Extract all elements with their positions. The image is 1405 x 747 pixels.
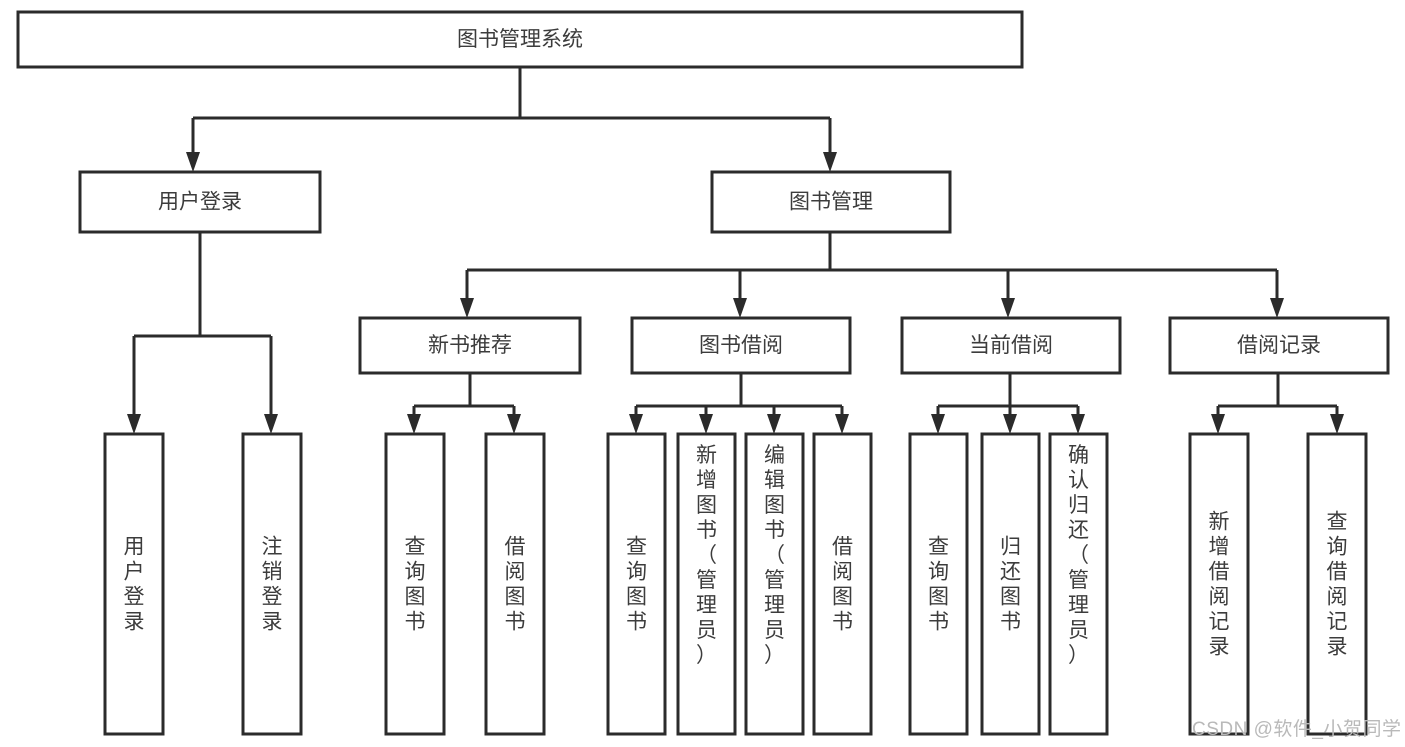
node-label: 借阅记录	[1237, 334, 1321, 357]
arrow-book-manage-drop-1	[460, 270, 474, 318]
node-label: 借阅图书	[505, 536, 526, 634]
node-box	[1168, 316, 1390, 375]
node-l-edit-book[interactable]: 编辑图书（管理员）	[744, 432, 805, 736]
arrow-recommend-drop-2	[507, 406, 521, 434]
node-l-query-book-3[interactable]: 查询图书	[908, 432, 969, 736]
node-box	[900, 316, 1122, 375]
arrow-current-drop-2	[1003, 406, 1017, 434]
node-l-borrow-book-2[interactable]: 借阅图书	[812, 432, 873, 736]
arrow-user-login-drop-2	[264, 336, 278, 434]
arrow-current-drop-1	[931, 406, 945, 434]
arrow-book-manage-drop-4	[1270, 270, 1284, 318]
node-label: 新增图书（管理员）	[696, 444, 717, 667]
node-box	[358, 316, 582, 375]
node-label: 归还图书	[1000, 536, 1021, 634]
arrow-book-manage-drop-2	[733, 270, 747, 318]
arrow-root-drop-user-login	[186, 118, 200, 172]
node-l-query-book-1[interactable]: 查询图书	[384, 432, 446, 736]
node-layer: 图书管理系统用户登录图书管理新书推荐图书借阅当前借阅借阅记录用户登录注销登录查询…	[16, 10, 1390, 736]
node-box	[1306, 432, 1368, 736]
node-l-confirm-return[interactable]: 确认归还（管理员）	[1048, 432, 1109, 736]
node-box	[908, 432, 969, 736]
node-l-add-book[interactable]: 新增图书（管理员）	[676, 432, 737, 736]
arrow-record-drop-1	[1211, 406, 1225, 434]
node-l-query-record[interactable]: 查询借阅记录	[1306, 432, 1368, 736]
node-label: 查询借阅记录	[1327, 511, 1348, 659]
node-box	[812, 432, 873, 736]
node-n-new-recommend[interactable]: 新书推荐	[358, 316, 582, 375]
node-box	[744, 432, 805, 736]
node-label: 查询图书	[928, 536, 949, 634]
arrow-borrow-drop-4	[835, 406, 849, 434]
node-l-logout[interactable]: 注销登录	[241, 432, 303, 736]
node-label: 编辑图书（管理员）	[764, 444, 785, 667]
node-box	[980, 432, 1041, 736]
node-label: 当前借阅	[969, 334, 1053, 357]
arrow-record-drop-2	[1330, 406, 1344, 434]
node-box	[630, 316, 852, 375]
node-box	[16, 10, 1024, 69]
node-label: 图书借阅	[699, 334, 783, 357]
arrow-recommend-drop-1	[407, 406, 421, 434]
node-l-add-record[interactable]: 新增借阅记录	[1188, 432, 1250, 736]
node-box	[1188, 432, 1250, 736]
node-label: 用户登录	[158, 191, 242, 214]
node-box	[1048, 432, 1109, 736]
node-box	[384, 432, 446, 736]
node-l-user-login[interactable]: 用户登录	[103, 432, 165, 736]
node-l-query-book-2[interactable]: 查询图书	[606, 432, 667, 736]
node-label: 新增借阅记录	[1209, 511, 1230, 659]
node-box	[103, 432, 165, 736]
node-label: 注销登录	[262, 536, 283, 634]
node-n-book-manage[interactable]: 图书管理	[710, 170, 952, 234]
node-label: 借阅图书	[832, 536, 853, 634]
node-l-return-book[interactable]: 归还图书	[980, 432, 1041, 736]
node-n-book-borrow[interactable]: 图书借阅	[630, 316, 852, 375]
node-box	[606, 432, 667, 736]
node-box	[78, 170, 322, 234]
node-n-user-login[interactable]: 用户登录	[78, 170, 322, 234]
node-box	[484, 432, 546, 736]
node-label: 图书管理系统	[457, 28, 583, 51]
node-label: 新书推荐	[428, 334, 512, 357]
arrow-borrow-drop-3	[767, 406, 781, 434]
node-box	[710, 170, 952, 234]
arrow-current-drop-3	[1071, 406, 1085, 434]
node-label: 图书管理	[789, 191, 873, 214]
node-label: 查询图书	[626, 536, 647, 634]
arrow-root-drop-book-manage	[823, 118, 837, 172]
connector-layer	[127, 67, 1344, 434]
node-root[interactable]: 图书管理系统	[16, 10, 1024, 69]
node-box	[676, 432, 737, 736]
node-l-borrow-book-1[interactable]: 借阅图书	[484, 432, 546, 736]
node-label: 用户登录	[124, 536, 145, 634]
node-label: 查询图书	[405, 536, 426, 634]
arrow-user-login-drop-1	[127, 336, 141, 434]
node-box	[241, 432, 303, 736]
node-label: 确认归还（管理员）	[1068, 444, 1089, 667]
arrow-borrow-drop-2	[699, 406, 713, 434]
arrow-book-manage-drop-3	[1001, 270, 1015, 318]
arrow-borrow-drop-1	[629, 406, 643, 434]
node-n-borrow-record[interactable]: 借阅记录	[1168, 316, 1390, 375]
node-n-current-borrow[interactable]: 当前借阅	[900, 316, 1122, 375]
